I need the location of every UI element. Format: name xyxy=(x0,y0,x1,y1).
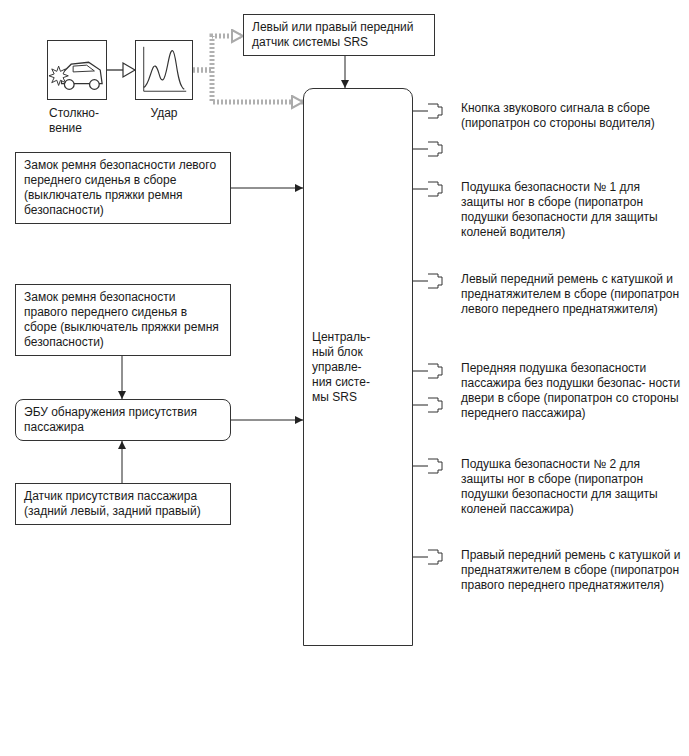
impact-signal-line xyxy=(193,70,303,102)
connector-symbols xyxy=(428,101,448,181)
unit-label: Централь- ный блок управле- ния систе- м… xyxy=(312,330,380,405)
impact-graph-illustration xyxy=(136,41,192,99)
output-label: Левый передний ремень с катушкой и предн… xyxy=(461,272,683,317)
box-label: Замок ремня безопасности правого передне… xyxy=(24,290,222,350)
squib-connector-symbol xyxy=(428,142,442,156)
squib-connector-symbol xyxy=(428,274,442,288)
signal-line xyxy=(122,441,123,483)
impact-icon: Удар xyxy=(135,40,193,121)
buckle-switch-box: Замок ремня безопасности левого переднег… xyxy=(15,152,231,224)
icon-frame xyxy=(135,40,193,100)
sensor-box: Левый или правый передний датчик системы… xyxy=(243,14,435,56)
output-label: Правый передний ремень с катушкой и пред… xyxy=(461,548,683,593)
signal-line xyxy=(122,356,123,399)
srs-control-unit: Централь- ный блок управле- ния систе- м… xyxy=(303,88,413,646)
box-label: Замок ремня безопасности левого переднег… xyxy=(24,158,222,218)
icon-caption: Удар xyxy=(125,106,203,121)
sequence-arrow xyxy=(107,69,135,70)
impact-signal-line xyxy=(193,36,243,70)
icon-caption: Столкно- вение xyxy=(49,106,105,136)
occupant-sensor-box: Датчик присутствия пассажира (задний лев… xyxy=(15,483,231,525)
signal-line xyxy=(413,557,428,558)
buckle-switch-box: Замок ремня безопасности правого передне… xyxy=(15,284,231,356)
squib-output: Подушка безопасности № 2 для защиты ног … xyxy=(428,457,686,517)
squib-output: Передняя подушка безопасности пассажира … xyxy=(428,361,686,421)
car-crash-illustration xyxy=(48,41,106,99)
signal-line xyxy=(413,149,428,150)
connector-symbols xyxy=(428,548,448,628)
squib-connector-symbol xyxy=(428,182,442,196)
signal-line xyxy=(413,281,428,282)
box-label: Левый или правый передний датчик системы… xyxy=(252,20,426,50)
collision-icon: Столкно- вение xyxy=(47,40,107,136)
signal-line xyxy=(345,56,346,88)
connector-symbols xyxy=(428,457,448,537)
squib-output: Правый передний ремень с катушкой и пред… xyxy=(428,548,686,608)
signal-line xyxy=(413,466,428,467)
signal-line xyxy=(413,405,428,406)
squib-connector-symbol xyxy=(428,550,442,564)
signal-line xyxy=(231,188,303,189)
box-label: ЭБУ обнаружения присутствия пассажира xyxy=(24,405,222,435)
connector-symbols xyxy=(428,180,448,260)
signal-line xyxy=(413,371,428,372)
box-label: Датчик присутствия пассажира (задний лев… xyxy=(24,489,222,519)
squib-connector-symbol xyxy=(428,398,442,412)
squib-connector-symbol xyxy=(428,104,442,118)
connector-symbols xyxy=(428,272,448,352)
output-label: Подушка безопасности № 2 для защиты ног … xyxy=(461,457,683,517)
squib-connector-symbol xyxy=(428,459,442,473)
squib-connector-symbol xyxy=(428,364,442,378)
output-label: Кнопка звукового сигнала в сборе (пиропа… xyxy=(461,101,683,131)
squib-output: Кнопка звукового сигнала в сборе (пиропа… xyxy=(428,101,686,161)
output-label: Передняя подушка безопасности пассажира … xyxy=(461,361,683,421)
ecu-box: ЭБУ обнаружения присутствия пассажира xyxy=(15,399,231,441)
squib-output: Левый передний ремень с катушкой и предн… xyxy=(428,272,686,332)
connector-symbols xyxy=(428,361,448,441)
signal-line xyxy=(231,420,303,421)
squib-output: Подушка безопасности № 1 для защиты ног … xyxy=(428,180,686,240)
signal-line xyxy=(413,111,428,112)
output-label: Подушка безопасности № 1 для защиты ног … xyxy=(461,180,683,240)
signal-line xyxy=(413,189,428,190)
icon-frame xyxy=(47,40,107,100)
